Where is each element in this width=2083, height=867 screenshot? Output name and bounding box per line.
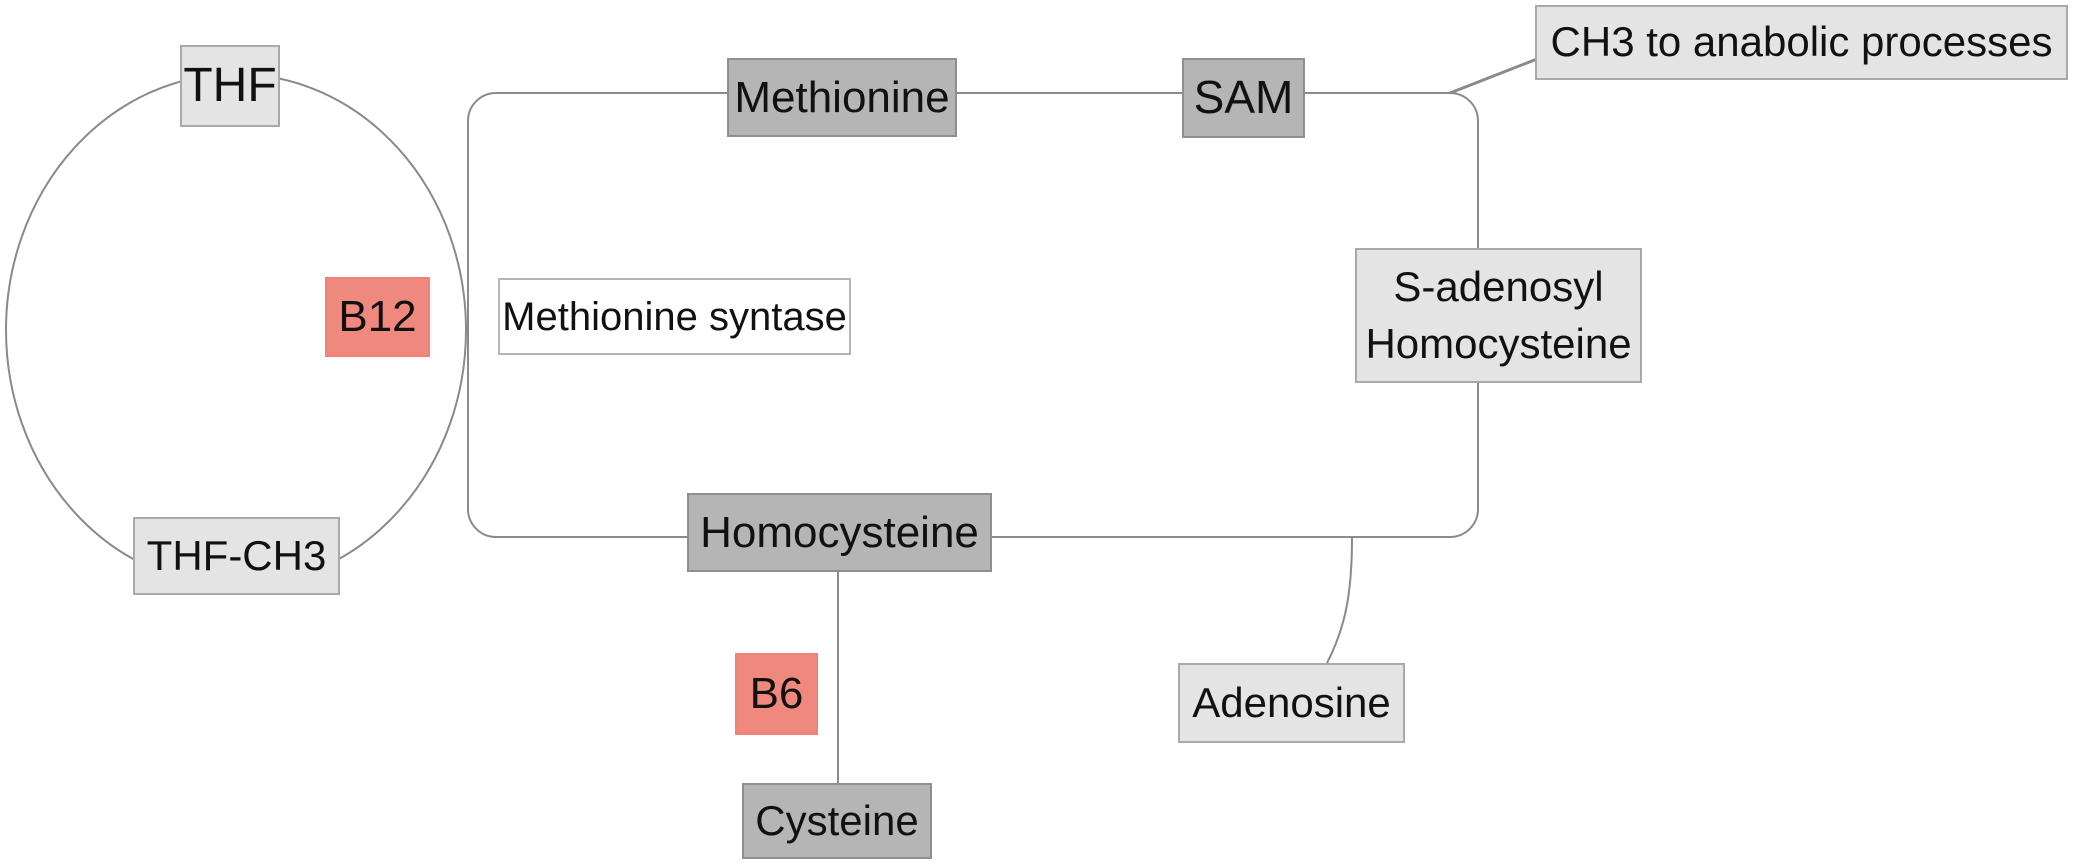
node-vitamin-b12: B12 [325,277,430,357]
node-vitamin-b6-label: B6 [749,669,804,719]
node-methionine: Methionine [727,58,957,137]
node-thf: THF [180,45,280,127]
node-s-adenosyl-homocysteine: S-adenosyl Homocysteine [1355,248,1642,383]
node-thf-ch3-label: THF-CH3 [146,531,327,579]
node-methionine-label: Methionine [734,72,950,122]
node-thf-ch3: THF-CH3 [133,517,340,595]
node-cysteine-label: Cysteine [755,796,919,844]
node-thf-label: THF [183,58,277,112]
node-ch3-anabolic-processes: CH3 to anabolic processes [1535,5,2068,80]
sah-to-adenosine-curve [1326,536,1353,664]
node-methionine-syntase: Methionine syntase [498,278,851,355]
sam-to-ch3-line [1449,57,1538,95]
node-vitamin-b6: B6 [735,653,818,735]
node-adenosine: Adenosine [1178,663,1405,743]
node-sam: SAM [1182,58,1305,138]
node-s-adenosyl-homocysteine-label: S-adenosyl Homocysteine [1365,262,1632,367]
node-adenosine-label: Adenosine [1192,678,1391,726]
node-methionine-syntase-label: Methionine syntase [502,294,847,339]
node-homocysteine-label: Homocysteine [700,507,979,557]
node-cysteine: Cysteine [742,783,932,859]
node-vitamin-b12-label: B12 [338,292,417,342]
node-homocysteine: Homocysteine [687,493,992,572]
node-ch3-anabolic-processes-label: CH3 to anabolic processes [1550,18,2053,66]
node-sam-label: SAM [1193,71,1294,124]
